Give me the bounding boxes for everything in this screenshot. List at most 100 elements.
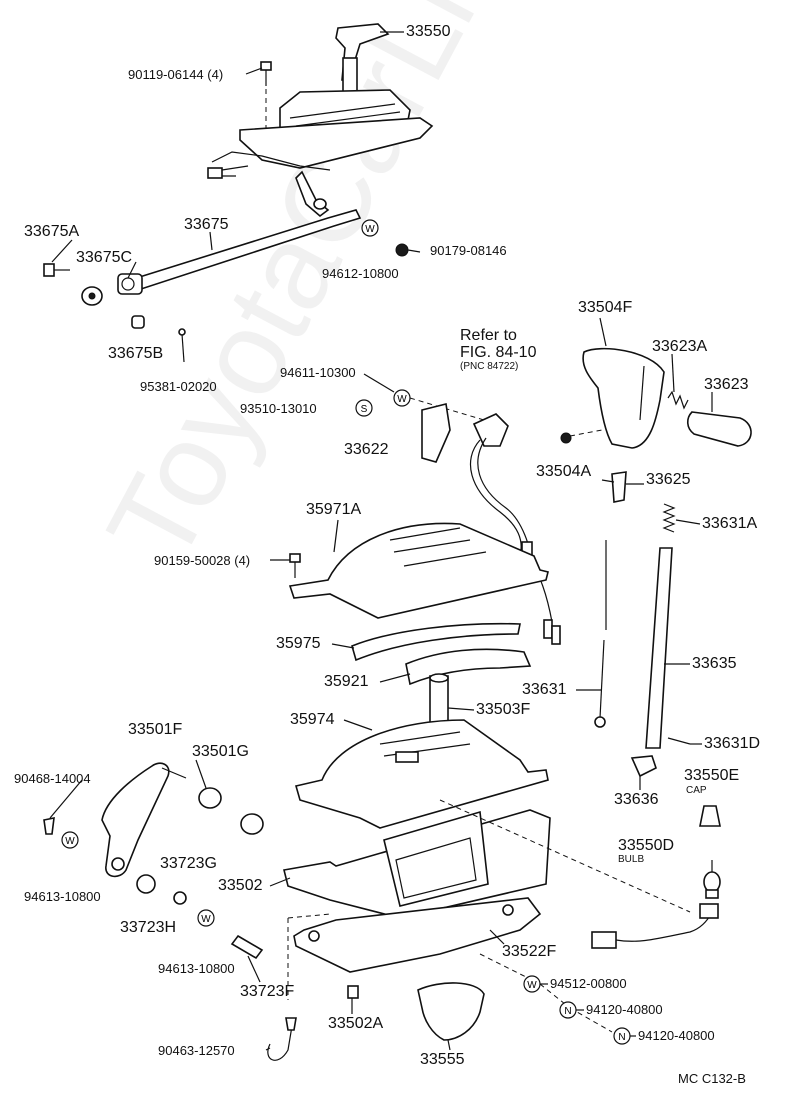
bushing-33675C [81, 286, 103, 306]
pin-33631D [667, 737, 691, 745]
label-33504A: 33504A [536, 463, 592, 480]
svg-text:W: W [365, 224, 375, 235]
label-33675B: 33675B [108, 345, 164, 362]
screw-90159 [289, 553, 301, 578]
cover-35971A [288, 522, 549, 619]
label-33504F: 33504F [578, 299, 633, 316]
label-33550D-note: BULB [618, 854, 645, 865]
label-33631A: 33631A [702, 515, 758, 532]
housing-35974 [294, 719, 549, 829]
diagram-code: MC C132-B [678, 1071, 746, 1086]
label-33623A: 33623A [652, 338, 708, 355]
label-95381-02020: 95381-02020 [140, 379, 217, 394]
label-33675C: 33675C [76, 249, 133, 266]
socket-harness [591, 903, 719, 949]
label-93510-13010: 93510-13010 [240, 401, 317, 416]
label-33675A: 33675A [24, 223, 80, 240]
washer-94611: W [393, 389, 411, 407]
clamp-90463 [267, 1017, 297, 1061]
bulb-33550D [703, 871, 721, 899]
boot-33555 [417, 982, 485, 1041]
spring-33631A [662, 503, 676, 533]
label-33723H: 33723H [120, 919, 177, 936]
label-94512-00800: 94512-00800 [550, 976, 627, 991]
label-33635: 33635 [692, 655, 737, 672]
label-33550E-note: CAP [686, 785, 707, 796]
label-33550: 33550 [406, 23, 451, 40]
nut-94120-b: N [613, 1027, 631, 1045]
refer-note-line2: FIG. 84-10 [460, 344, 537, 361]
washer-94613-a: W [61, 831, 79, 849]
snap-ring-93510: S [355, 399, 373, 417]
label-35921: 35921 [324, 673, 369, 690]
label-35974: 35974 [290, 711, 335, 728]
svg-text:W: W [527, 980, 537, 991]
slide-35975 [351, 622, 521, 662]
nut-94120-a: N [559, 1001, 577, 1019]
bolt-33723F [230, 934, 264, 960]
nut-90179 [395, 243, 409, 257]
connector-harness [470, 413, 561, 645]
slide-35921 [405, 648, 532, 686]
plate-33502 [283, 809, 551, 919]
spring-33623A [667, 390, 689, 410]
label-94613-10800-b: 94613-10800 [158, 961, 235, 976]
label-33550E: 33550E [684, 767, 740, 784]
label-35975: 35975 [276, 635, 321, 652]
shift-knob-33550 [335, 23, 390, 93]
label-35971A: 35971A [306, 501, 362, 518]
label-94120-40800-b: 94120-40800 [638, 1028, 715, 1043]
clip-33636 [630, 755, 657, 778]
pin-95381 [178, 328, 186, 363]
label-33723F: 33723F [240, 983, 295, 1000]
label-33631D: 33631D [704, 735, 761, 752]
label-33550D: 33550D [618, 837, 675, 854]
lever-33501F [101, 762, 187, 878]
label-33623: 33623 [704, 376, 749, 393]
plate-33622 [421, 403, 451, 463]
collar-33723G [173, 891, 187, 905]
label-33502A: 33502A [328, 1015, 384, 1032]
rod-33635 [645, 547, 673, 749]
label-33522F: 33522F [502, 943, 557, 960]
clip-90468 [43, 816, 55, 835]
knob-33504F [582, 347, 665, 449]
svg-text:W: W [397, 394, 407, 405]
label-33501G: 33501G [192, 743, 249, 760]
label-90463-12570: 90463-12570 [158, 1043, 235, 1058]
label-33625: 33625 [646, 471, 691, 488]
bolt-33675A [43, 263, 70, 277]
bushing-33723H [136, 874, 156, 894]
label-94120-40800-a: 94120-40800 [586, 1002, 663, 1017]
clip-33675B [131, 315, 145, 329]
washer-94512: W [523, 975, 541, 993]
label-33555: 33555 [420, 1051, 465, 1068]
refer-note-line3: (PNC 84722) [460, 361, 519, 372]
leader-lines [49, 31, 713, 1051]
label-94611-10300: 94611-10300 [280, 365, 356, 380]
washer-94612: W [361, 219, 379, 237]
cap-33550E [699, 805, 721, 827]
label-90159-50028: 90159-50028 (4) [154, 553, 251, 568]
shift-housing-upper [207, 89, 434, 218]
label-33631: 33631 [522, 681, 567, 698]
base-33522F [293, 897, 542, 973]
screw-33504A [560, 432, 572, 444]
label-90468-14004: 90468-14004 [14, 771, 91, 786]
control-rod-33675 [117, 209, 362, 295]
label-94613-10800-a: 94613-10800 [24, 889, 101, 904]
label-90119-06144: 90119-06144 (4) [128, 67, 224, 82]
svg-text:N: N [618, 1032, 625, 1043]
label-33636: 33636 [614, 791, 659, 808]
refer-note-line1: Refer to [460, 327, 517, 344]
label-33675: 33675 [184, 216, 229, 233]
pin-33625 [611, 471, 627, 503]
washer-94613-b: W [197, 909, 215, 927]
svg-text:W: W [65, 836, 75, 847]
bolt-90119 [260, 61, 272, 86]
label-90179-08146: 90179-08146 [430, 243, 507, 258]
button-33623 [686, 411, 752, 447]
label-33723G: 33723G [160, 855, 217, 872]
bushing-33501G [198, 787, 222, 809]
